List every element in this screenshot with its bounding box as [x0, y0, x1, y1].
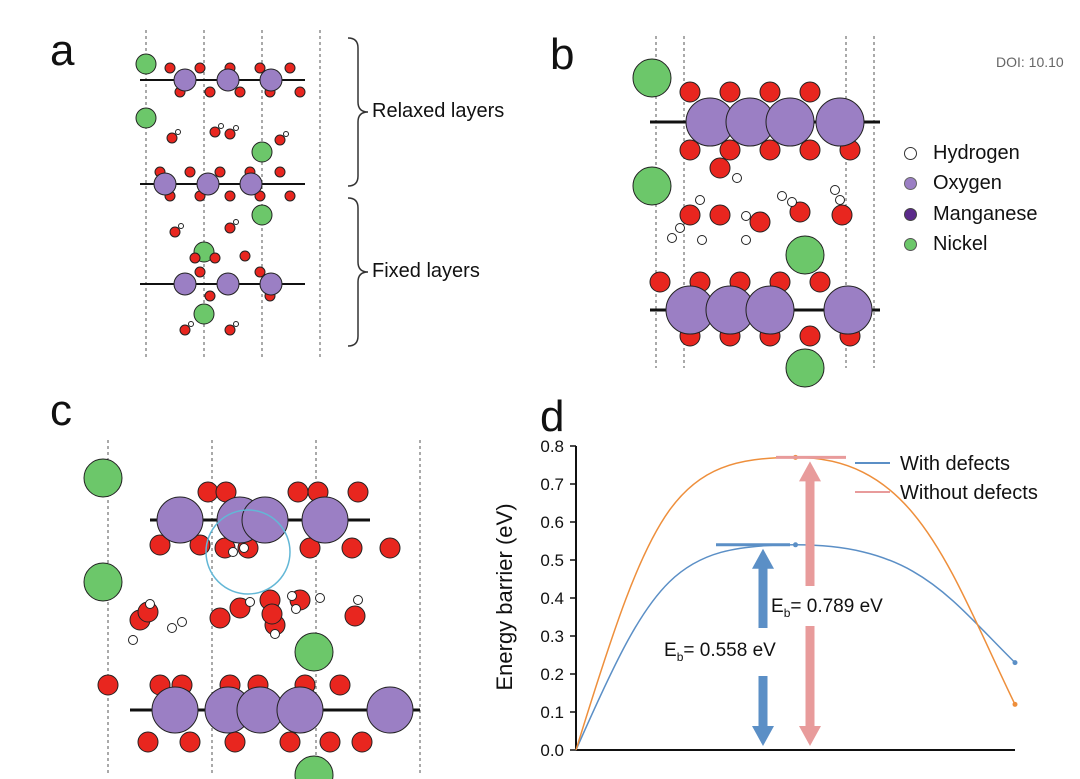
y-tick-label: 0.4 — [540, 589, 564, 608]
legend-item-manganese: Manganese — [904, 199, 1038, 230]
y-axis-label: Energy barrier (eV) — [492, 503, 517, 690]
legend-label: Nickel — [933, 233, 988, 256]
hydrogen-swatch-icon — [904, 146, 917, 160]
y-tick-label: 0.8 — [540, 437, 564, 456]
fixed-layers-label: Fixed layers — [372, 260, 480, 282]
legend-item-hydrogen: Hydrogen — [904, 138, 1038, 169]
panel-label-d: d — [540, 392, 565, 441]
panel-label-a: a — [50, 26, 75, 75]
legend-item-oxygen: Oxygen — [904, 169, 1038, 200]
legend-label: Manganese — [933, 202, 1038, 225]
nickel-swatch-icon — [904, 238, 917, 252]
legend-label: With defects — [900, 453, 1010, 475]
arrow-up-icon — [752, 548, 774, 569]
y-tick-label: 0.2 — [540, 665, 564, 684]
data-point — [1012, 660, 1018, 666]
legend-label: Hydrogen — [933, 141, 1020, 164]
series-line-with-defects — [575, 544, 1016, 751]
atom-legend: Hydrogen Oxygen Manganese Nickel — [904, 138, 1038, 260]
arrow-down-icon — [799, 726, 821, 746]
barrier-annotation: Eb= 0.558 eV — [664, 640, 776, 664]
y-tick-label: 0.0 — [540, 741, 564, 760]
manganese-swatch-icon — [904, 207, 917, 221]
y-tick-label: 0.1 — [540, 703, 564, 722]
arrow-up-icon — [799, 461, 821, 482]
panel-label-b: b — [550, 30, 575, 79]
panel-label-c: c — [50, 386, 72, 435]
legend-label: Without defects — [900, 482, 1038, 504]
doi-text: DOI: 10.10 — [996, 54, 1064, 70]
arrow-down-icon — [752, 726, 774, 746]
oxygen-swatch-icon — [904, 177, 917, 191]
y-tick-label: 0.7 — [540, 475, 564, 494]
data-point — [793, 542, 798, 548]
barrier-annotation: Eb= 0.789 eV — [771, 596, 883, 620]
relaxed-layers-label: Relaxed layers — [372, 100, 505, 122]
chart-marks: Eb= 0.558 eV Eb= 0.789 eV With defectsWith… — [575, 453, 1038, 751]
data-point — [1012, 701, 1018, 707]
y-tick-label: 0.3 — [540, 627, 564, 646]
chart-axes: 0.0 0.1 0.2 0.3 0.4 0.5 0.6 0.7 0.8 — [540, 437, 1015, 760]
legend-label: Oxygen — [933, 172, 1002, 195]
y-tick-label: 0.6 — [540, 513, 564, 532]
y-tick-label: 0.5 — [540, 551, 564, 570]
legend-item-nickel: Nickel — [904, 230, 1038, 261]
